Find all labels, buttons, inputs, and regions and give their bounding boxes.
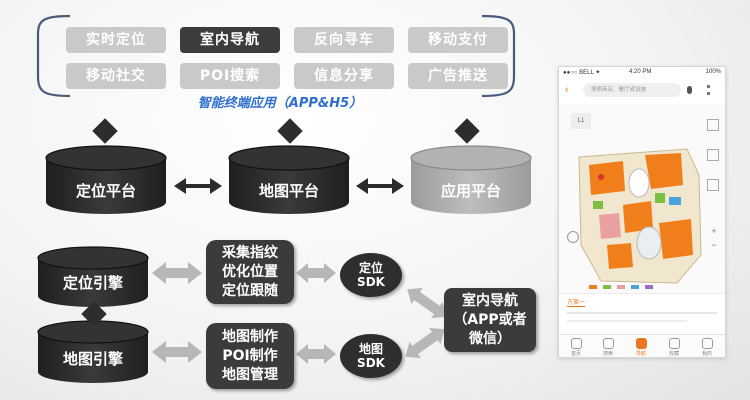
search-input[interactable]: 搜索商店、餐厅或设施 — [583, 83, 681, 97]
app-button-1[interactable]: 实时定位 — [66, 27, 166, 53]
compass-icon[interactable] — [567, 231, 579, 243]
positioning-engine-cylinder — [37, 246, 149, 307]
map-platform-cylinder — [228, 145, 350, 214]
map-engine-label: 地图引擎 — [62, 350, 123, 368]
route-panel[interactable]: 方案一 — [559, 293, 725, 334]
route-line — [567, 312, 717, 314]
indoor-map[interactable]: L1 + − — [559, 105, 725, 315]
side-tool-icon[interactable] — [707, 179, 719, 191]
process-step: 地图管理 — [222, 366, 278, 383]
platform-link-arrow — [356, 178, 404, 194]
phone-mockup: ●●○○ BELL ✦ 4:20 PM 100% ‹ 搜索商店、餐厅或设施 L1 — [558, 66, 726, 358]
map-process-box: 地图制作 POI制作 地图管理 — [206, 323, 294, 389]
map-platform-label: 地图平台 — [258, 182, 319, 200]
menu-icon[interactable] — [707, 85, 713, 95]
app-button-5[interactable]: 移动社交 — [66, 63, 166, 89]
zoom-out-icon[interactable]: − — [711, 240, 717, 250]
application-platform-cylinder — [410, 145, 532, 214]
tab-favorites[interactable]: 收藏 — [659, 338, 689, 357]
phone-status-bar: ●●○○ BELL ✦ 4:20 PM 100% — [559, 67, 725, 79]
app-button-3[interactable]: 反向寻车 — [294, 27, 394, 53]
apps-title: 智能终端应用（APP&H5） — [197, 96, 363, 111]
floor-plan — [578, 148, 702, 289]
floor-badge[interactable]: L1 — [571, 113, 591, 129]
back-icon[interactable]: ‹ — [565, 84, 569, 96]
app-button-8[interactable]: 广告推送 — [408, 63, 508, 89]
phone-tab-bar: 首页 搜索 导航 收藏 我的 — [559, 334, 725, 357]
application-platform-label: 应用平台 — [440, 182, 501, 200]
positioning-engine-label: 定位引擎 — [62, 274, 123, 292]
process-step: 地图制作 — [222, 328, 278, 345]
positioning-process-box: 采集指纹 优化位置 定位跟随 — [206, 240, 294, 304]
map-engine-cylinder — [37, 320, 149, 383]
positioning-platform-cylinder — [45, 145, 167, 214]
side-tool-icon[interactable] — [707, 119, 719, 131]
positioning-sdk: 定位 SDK — [340, 253, 402, 297]
carrier-text: ●●○○ BELL ✦ — [563, 70, 601, 76]
app-button-2[interactable]: 室内导航 — [180, 27, 280, 53]
map-sdk: 地图 SDK — [340, 334, 402, 378]
positioning-platform-label: 定位平台 — [75, 182, 136, 200]
app-button-7[interactable]: 信息分享 — [294, 63, 394, 89]
app-button-6[interactable]: POI搜索 — [180, 63, 280, 89]
status-time: 4:20 PM — [629, 69, 652, 75]
apps-bracket — [36, 14, 516, 98]
process-step: 优化位置 — [222, 263, 278, 280]
process-step: 定位跟随 — [222, 282, 278, 299]
architecture-diagram — [37, 145, 532, 383]
tab-search[interactable]: 搜索 — [593, 338, 623, 357]
battery-text: 100% — [705, 69, 721, 75]
location-pin-icon — [598, 174, 604, 180]
mic-icon[interactable] — [687, 86, 692, 94]
process-step: 采集指纹 — [222, 244, 278, 261]
side-tool-icon[interactable] — [707, 149, 719, 161]
process-step: POI制作 — [222, 347, 278, 364]
gray-flow-arrows — [152, 262, 447, 364]
tab-navigation[interactable]: 导航 — [626, 338, 656, 357]
app-button-4[interactable]: 移动支付 — [408, 27, 508, 53]
tab-home[interactable]: 首页 — [561, 338, 591, 357]
tab-profile[interactable]: 我的 — [692, 338, 722, 357]
route-tab[interactable]: 方案一 — [567, 297, 586, 307]
route-line — [567, 320, 687, 322]
platform-link-arrow — [174, 178, 222, 194]
zoom-in-icon[interactable]: + — [711, 226, 717, 236]
indoor-navigation-box: 室内导航 （APP或者 微信） — [444, 288, 536, 352]
